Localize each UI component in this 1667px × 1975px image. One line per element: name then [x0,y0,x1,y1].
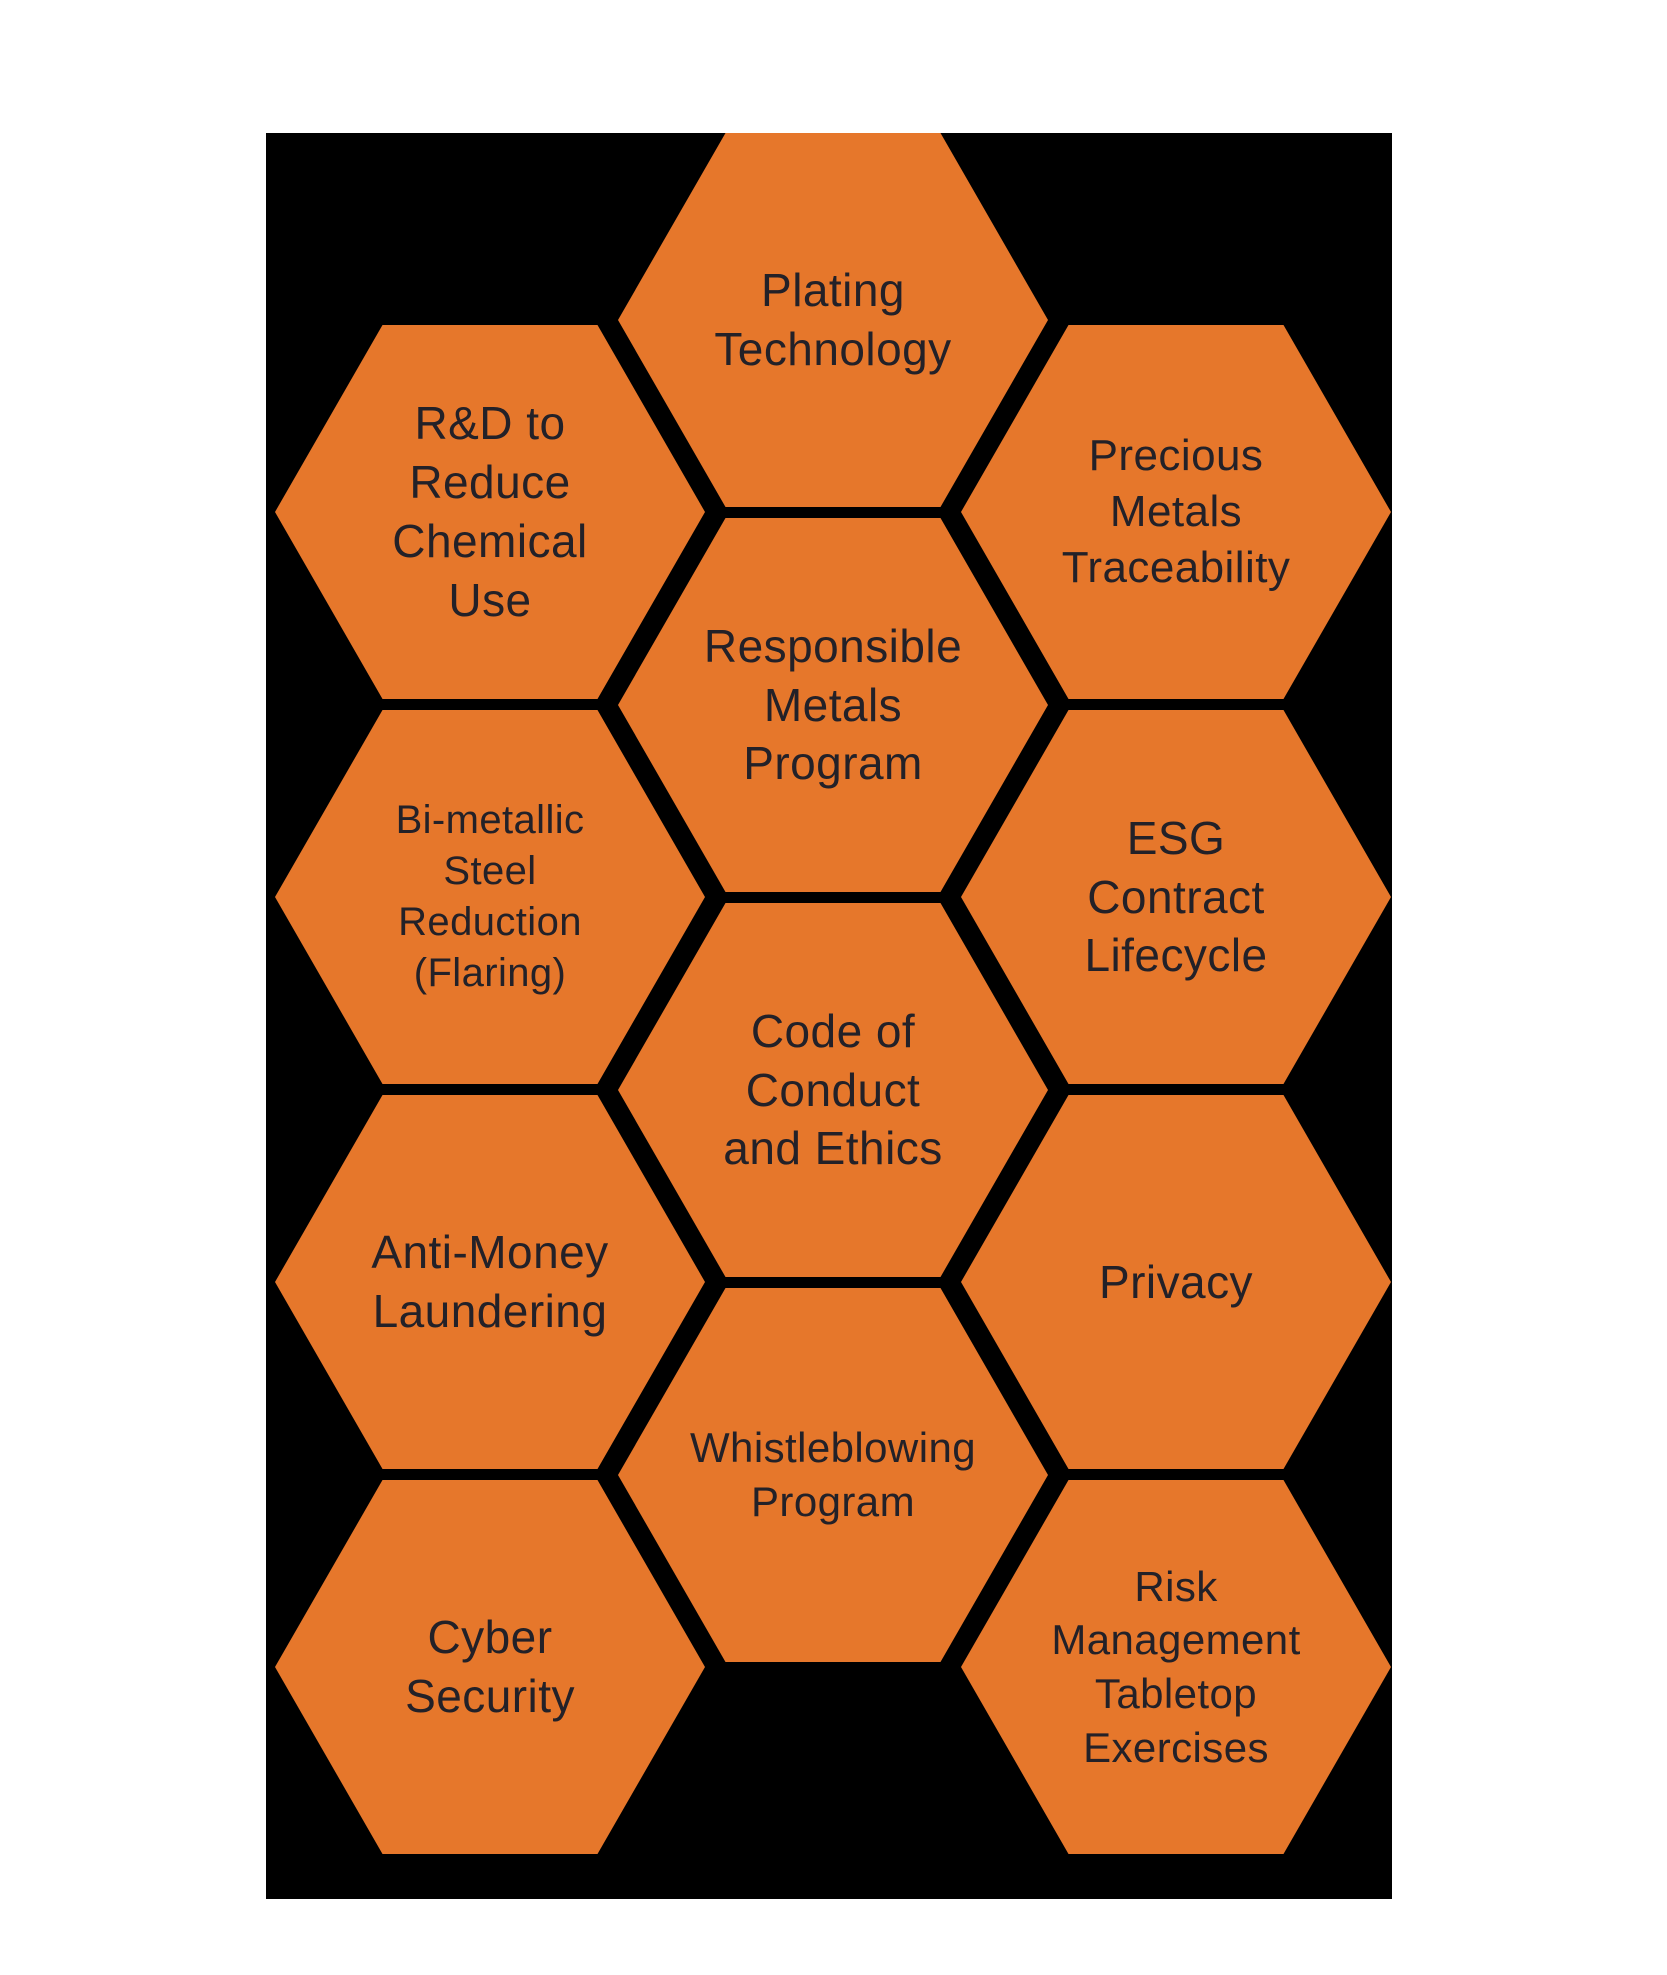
hexagon-label: Whistleblowing Program [690,1424,976,1525]
hexagon-label: R&D to Reduce Chemical Use [392,397,588,626]
hexagon-label: Code of Conduct and Ethics [723,1004,943,1175]
hexagon-label: Precious Metals Traceability [1061,430,1291,593]
hexagon-label: Anti-Money Laundering [371,1226,609,1337]
hexagon-label: Risk Management Tabletop Exercises [1051,1562,1301,1771]
hexagon-code-of-conduct-ethics: Code of Conduct and Ethics [618,903,1048,1277]
hexagon-label: Responsible Metals Program [703,619,963,790]
hexagon-label: Bi-metallic Steel Reduction (Flaring) [395,797,585,996]
hexagon-label: Privacy [1098,1255,1254,1308]
hexagon-cyber-security: Cyber Security [275,1480,705,1854]
hexagon-whistleblowing-program: Whistleblowing Program [618,1288,1048,1662]
hexagon-label: ESG Contract Lifecycle [1084,811,1268,982]
hexagon-label: Cyber Security [405,1611,575,1722]
hexagon-anti-money-laundering: Anti-Money Laundering [275,1095,705,1469]
hexagon-plating-technology: Plating Technology [618,133,1048,507]
hexagon-label: Plating Technology [714,264,952,375]
hexagon-responsible-metals-program: Responsible Metals Program [618,518,1048,892]
